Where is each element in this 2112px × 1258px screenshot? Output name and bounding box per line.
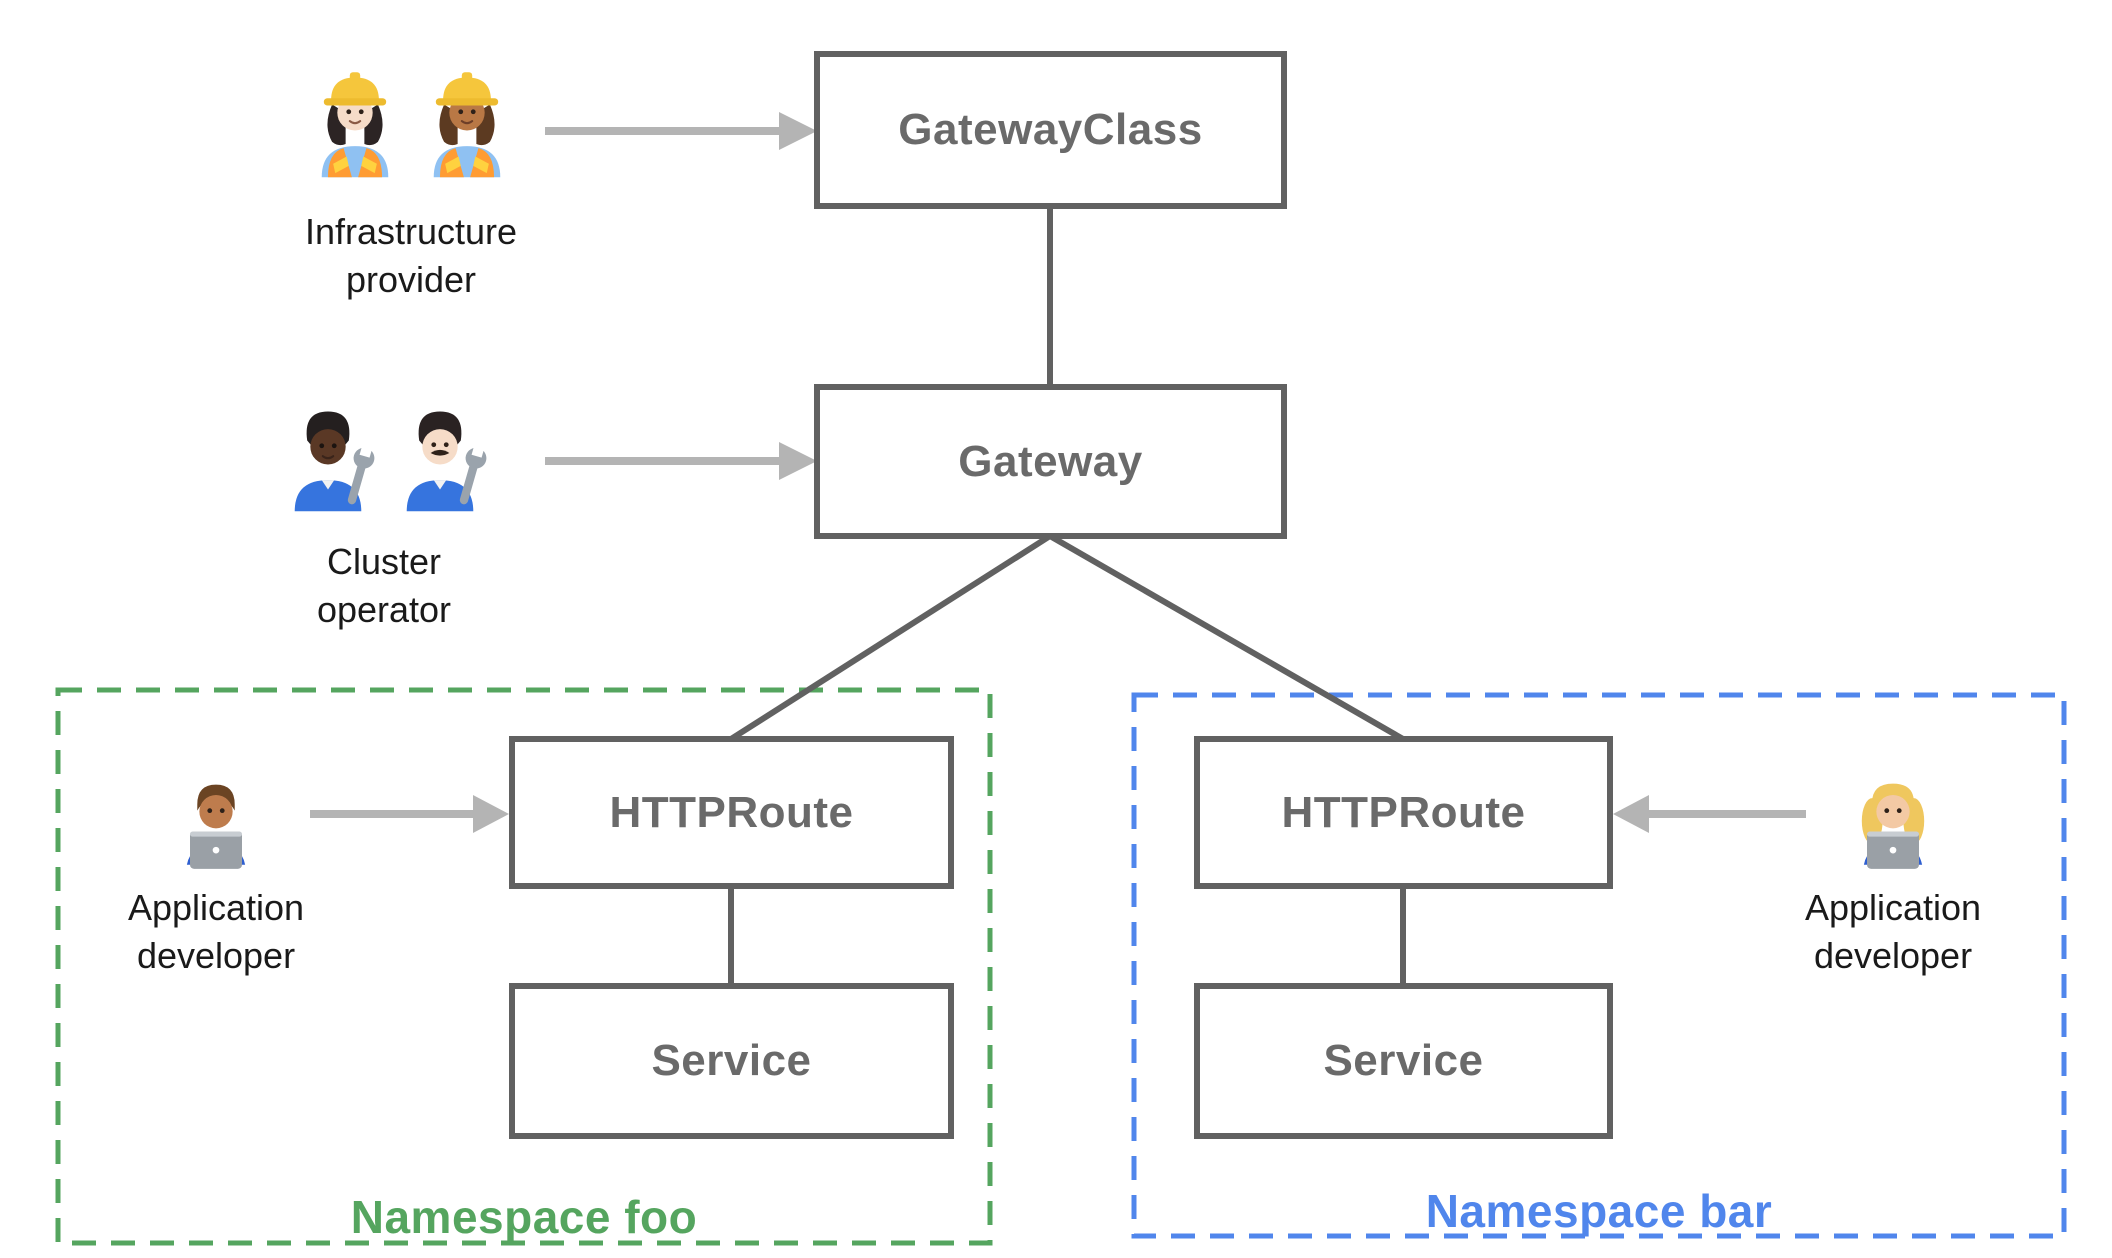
namespace-foo-label: Namespace foo [350,1191,698,1243]
gateway-label: Gateway [958,436,1143,486]
line-gateway-to-httproute-bar [1048,533,1405,742]
service-foo-label: Service [651,1036,812,1085]
arrow-app-developer-bar-head [1613,795,1649,833]
httproute-foo-label: HTTPRoute [609,787,854,837]
arrow-app-developer-foo-head [473,795,509,833]
app-developer-bar-icons [1841,760,1945,880]
namespace-foo-border [55,687,993,1246]
line-gateway-to-httproute-foo [729,533,1052,742]
service-bar-label: Service [1323,1036,1484,1085]
arrow-infrastructure-provider-head [779,112,817,150]
httproute-bar-box: HTTPRoute [1194,736,1613,889]
namespace-bar-border [1131,692,2067,1239]
service-bar-box: Service [1194,983,1613,1139]
gatewayclass-box: GatewayClass [814,51,1287,209]
gateway-box: Gateway [814,384,1287,539]
infrastructure-provider-figure: Infrastructure provider [201,58,621,304]
mechanic-dark-skin-icon [294,411,375,512]
man-technologist-medium-icon [186,784,246,869]
wrench-icon [347,442,375,505]
woman-technologist-blonde-icon [1861,783,1925,869]
app-developer-foo-figure: Application developer [56,760,376,980]
cluster-operator-label: Cluster operator [316,541,452,630]
man-mechanic-light-skin-icon [406,411,487,512]
wrench-icon [459,442,487,505]
infrastructure-provider-label: Infrastructure provider [304,211,518,300]
relationship-lines [728,206,1406,986]
app-developer-foo-label: Application developer [127,887,305,976]
woman-construction-worker-light-icon [321,72,389,178]
persona-arrows [310,112,1806,833]
httproute-bar-label: HTTPRoute [1281,787,1526,837]
namespace-bar-label: Namespace bar [1425,1185,1773,1237]
app-developer-foo-icons [164,760,268,880]
gatewayclass-label: GatewayClass [898,105,1203,154]
app-developer-bar-figure: Application developer [1733,760,2053,980]
cluster-operator-figure: Cluster operator [174,392,594,634]
arrow-cluster-operator-head [779,442,817,480]
woman-construction-worker-medium-icon [433,72,501,178]
service-foo-box: Service [509,983,954,1139]
app-developer-bar-label: Application developer [1804,887,1982,976]
httproute-foo-box: HTTPRoute [509,736,954,889]
cluster-operator-icons [276,392,492,512]
infrastructure-provider-icons [303,58,519,178]
